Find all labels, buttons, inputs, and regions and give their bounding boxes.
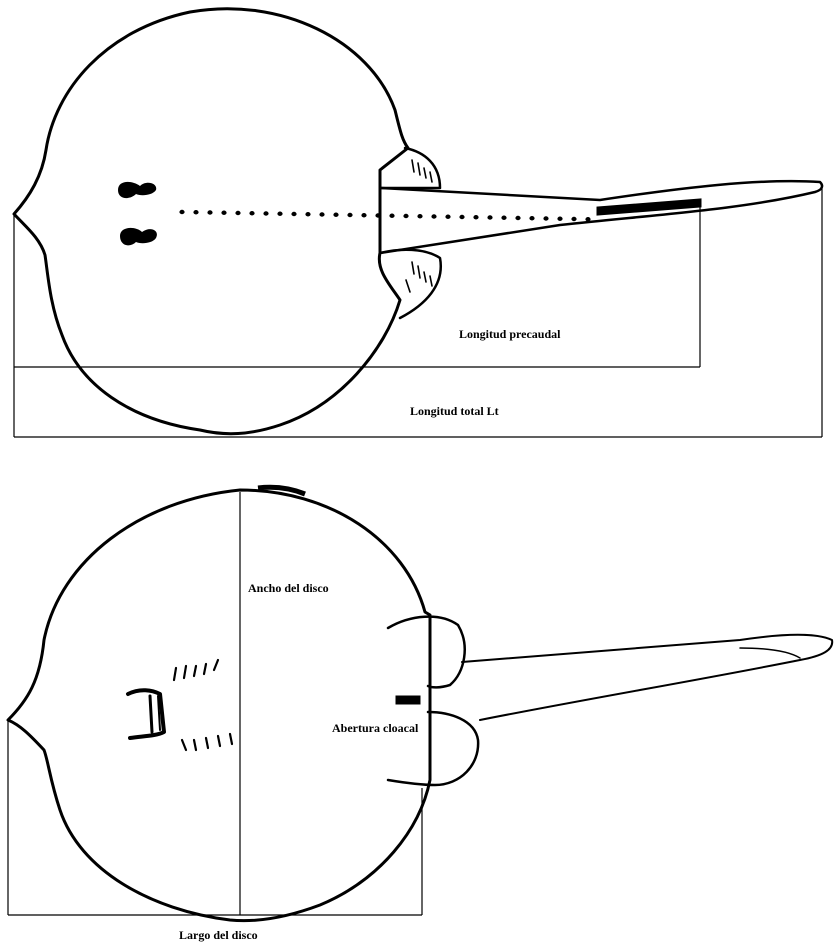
ventral-view bbox=[8, 487, 832, 920]
dorsal-fin-marks bbox=[406, 160, 432, 292]
tubercle bbox=[557, 217, 562, 221]
dorsal-pelvic-fin-upper bbox=[380, 148, 440, 188]
mouth bbox=[128, 690, 164, 738]
tubercle bbox=[473, 215, 478, 219]
tubercle bbox=[375, 213, 380, 217]
tubercle bbox=[515, 216, 520, 220]
tubercle bbox=[249, 211, 254, 215]
tubercle bbox=[585, 217, 590, 221]
eye-lower bbox=[120, 228, 157, 245]
tubercle bbox=[501, 216, 506, 220]
tubercle bbox=[529, 216, 534, 220]
tubercle bbox=[389, 214, 394, 218]
tubercle bbox=[235, 211, 240, 215]
tubercle bbox=[207, 210, 212, 214]
label-disc-length: Largo del disco bbox=[179, 929, 258, 941]
ventral-pelvic-fin-upper bbox=[388, 617, 465, 688]
tubercle bbox=[403, 214, 408, 218]
tubercle bbox=[263, 211, 268, 215]
ventral-tail bbox=[462, 635, 832, 720]
tubercle bbox=[277, 212, 282, 216]
tubercle bbox=[333, 213, 338, 217]
ventral-measure-lines bbox=[8, 492, 422, 915]
gill-slits-lower bbox=[182, 734, 232, 750]
tubercle bbox=[193, 210, 198, 214]
cloaca-mark bbox=[396, 696, 420, 704]
label-cloacal-opening: Abertura cloacal bbox=[332, 722, 418, 734]
label-total-length: Longitud total Lt bbox=[410, 405, 499, 417]
tubercle bbox=[571, 217, 576, 221]
dorsal-tubercle-row bbox=[179, 210, 590, 222]
eye-upper bbox=[118, 182, 156, 198]
tubercle bbox=[487, 215, 492, 219]
tubercle bbox=[431, 214, 436, 218]
tubercle bbox=[319, 212, 324, 216]
label-disc-width: Ancho del disco bbox=[248, 582, 329, 594]
tubercle bbox=[445, 215, 450, 219]
tubercle bbox=[459, 215, 464, 219]
ventral-disc-outline bbox=[8, 490, 430, 921]
gill-slits-upper bbox=[174, 660, 218, 680]
tubercle bbox=[347, 213, 352, 217]
ventral-tail-inner bbox=[740, 648, 800, 658]
tubercle bbox=[361, 213, 366, 217]
tubercle bbox=[305, 212, 310, 216]
tubercle bbox=[291, 212, 296, 216]
tubercle bbox=[179, 210, 184, 214]
dorsal-view bbox=[14, 9, 822, 437]
dorsal-disc-outline bbox=[14, 9, 408, 434]
dorsal-measure-lines bbox=[14, 184, 822, 437]
label-precaudal-length: Longitud precaudal bbox=[459, 328, 560, 340]
tubercle bbox=[543, 216, 548, 220]
eyes-spiracles bbox=[118, 182, 157, 245]
tubercle bbox=[221, 211, 226, 215]
tubercle bbox=[417, 214, 422, 218]
